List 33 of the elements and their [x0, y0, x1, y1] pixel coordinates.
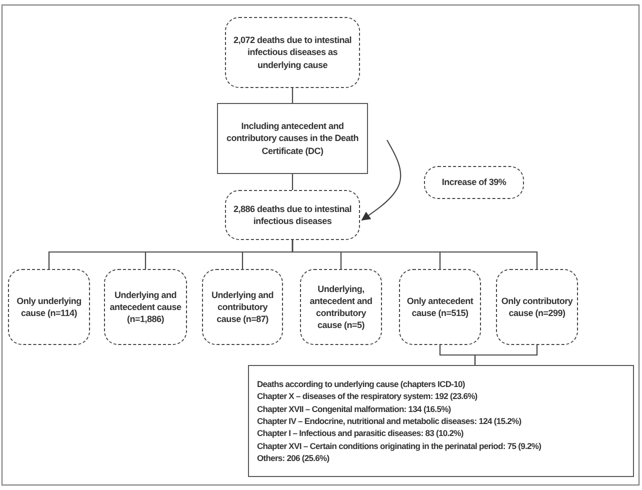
dashed-rounded-box	[225, 17, 360, 88]
process-box	[217, 103, 368, 174]
dashed-rounded-box	[225, 190, 360, 240]
connector-line	[474, 345, 538, 365]
connector-line	[292, 240, 538, 269]
dashed-rounded-box	[496, 269, 578, 345]
dashed-rounded-box	[300, 269, 382, 345]
box-text: Underlying and antecedent cause (n=1,886)	[109, 288, 182, 326]
box-text: Only contributory cause (n=299)	[501, 294, 573, 320]
arrow	[361, 140, 402, 221]
list-item: Chapter XVI – Certain conditions originating in the perinatal period: 75 (9.2%)	[257, 440, 542, 452]
box-text: Increase of 39%	[442, 176, 506, 189]
box-text: Only underlying cause (n=114)	[16, 294, 82, 320]
connector-line	[292, 88, 294, 103]
text-box	[248, 365, 634, 477]
dashed-rounded-box	[8, 269, 90, 345]
list-item: Others: 206 (25.6%)	[257, 452, 330, 464]
list-heading: Deaths according to underlying cause (chapters ICD-10)	[257, 378, 465, 390]
list-item: Chapter IV – Endocrine, nutritional and metabolic diseases: 124 (15.2%)	[257, 414, 522, 428]
box-text: 2,072 deaths due to intestinal infectious diseases as underlying cause	[232, 34, 353, 71]
box-text: Including antecedent and contributory causes in the Death Certificate (DC)	[225, 120, 360, 157]
list-item: Chapter XVII – Congenital malformation: 134 (16.5%)	[257, 402, 451, 415]
dashed-rounded-box	[104, 269, 187, 345]
dashed-rounded-box	[202, 269, 283, 345]
connector-line	[292, 174, 294, 190]
box-text: Underlying, antecedent and contributory cause (n=5)	[308, 282, 374, 332]
box-text: Only antecedent cause (n=515)	[406, 294, 474, 320]
list-item: Chapter I – Infectious and parasitic diseases: 83 (10.2%)	[257, 427, 464, 440]
box-text: 2,886 deaths due to intestinal infectious diseases	[232, 202, 353, 228]
list-item: Chapter X – diseases of the respiratory system: 192 (23.6%)	[257, 390, 478, 403]
dashed-rounded-box	[399, 269, 481, 345]
box-text: Underlying and contributory cause (n=87)	[210, 288, 274, 326]
dashed-rounded-box	[424, 166, 524, 199]
